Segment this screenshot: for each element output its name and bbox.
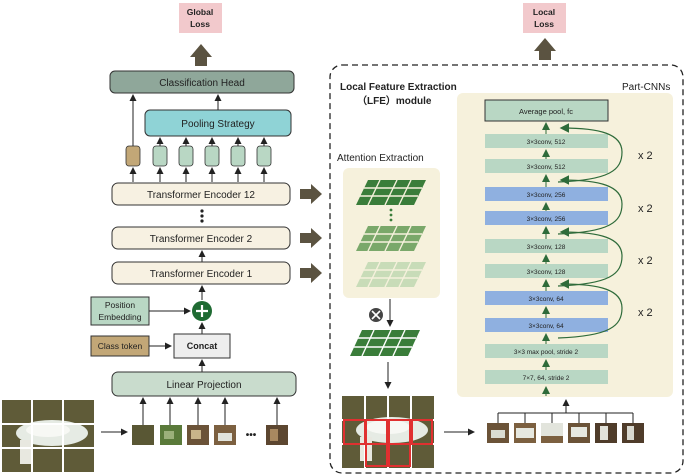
layer-conv-128-a: 3×3conv, 128	[485, 264, 608, 278]
transformer-encoder-12	[111, 182, 291, 206]
attention-ellipsis	[389, 208, 393, 222]
layer-conv-512-a: 3×3conv, 512	[485, 159, 608, 173]
attention-extraction-title: Attention Extraction	[337, 153, 424, 164]
class-token-label: Class token	[98, 341, 143, 351]
class-token-output	[125, 145, 141, 167]
layer-label-128b: 3×3conv, 128	[527, 244, 566, 251]
pooling-strategy-label: Pooling Strategy	[181, 119, 254, 130]
repeat-label-3: x 2	[638, 255, 653, 267]
encoder-to-lfe-arrows	[300, 184, 322, 283]
attention-map-top	[356, 179, 426, 206]
crop-sequence	[487, 423, 644, 443]
patch-token-outputs	[152, 137, 272, 167]
concat-label: Concat	[187, 341, 218, 351]
layer-conv-256-a: 3×3conv, 256	[485, 211, 608, 225]
local-loss-arrow	[534, 38, 556, 60]
layer-conv-512-b: 3×3conv, 512	[485, 134, 608, 148]
layer-average-pool: Average pool, fc	[484, 99, 609, 122]
combined-attention-map	[350, 329, 420, 357]
layer-label-conv7: 7×7, 64, stride 2	[523, 375, 570, 382]
encoder-2-label: Transformer Encoder 2	[150, 234, 253, 245]
layer-max-pool: 3×3 max pool, stride 2	[485, 344, 608, 358]
layer-label-64a: 3×3conv, 64	[528, 323, 564, 330]
transformer-encoder-2	[111, 226, 291, 250]
global-loss-label-1: Global	[187, 7, 213, 17]
patch-sequence	[132, 425, 288, 445]
encoder-1-label: Transformer Encoder 1	[150, 269, 253, 280]
layer-label-64b: 3×3conv, 64	[528, 296, 564, 303]
classification-head-label: Classification Head	[159, 78, 245, 89]
layer-conv-256-b: 3×3conv, 256	[485, 187, 608, 201]
layer-conv-128-b: 3×3conv, 128	[485, 239, 608, 253]
position-embedding-label-2: Embedding	[98, 312, 141, 322]
linear-projection-label: Linear Projection	[166, 380, 241, 391]
layer-label-512a: 3×3conv, 512	[527, 164, 566, 171]
repeat-label-4: x 2	[638, 307, 653, 319]
lfe-title-line-1: Local Feature Extraction	[340, 82, 457, 93]
layer-label-256b: 3×3conv, 256	[527, 192, 566, 199]
classification-head-box	[109, 70, 295, 94]
repeat-label-1: x 2	[638, 150, 653, 162]
linear-projection-box	[111, 371, 297, 397]
global-loss-arrow	[190, 44, 212, 66]
repeat-label-2: x 2	[638, 203, 653, 215]
layer-conv7x7: 7×7, 64, stride 2	[485, 370, 608, 384]
layer-label-128a: 3×3conv, 128	[527, 269, 566, 276]
lfe-module-frame	[329, 64, 684, 474]
local-loss-box	[523, 3, 566, 33]
layer-label-256a: 3×3conv, 256	[527, 216, 566, 223]
local-loss-label-2: Loss	[534, 19, 554, 29]
concat-box	[173, 333, 231, 359]
part-cnns-title: Part-CNNs	[622, 82, 670, 93]
cropped-image	[342, 396, 434, 468]
encoder-ellipsis	[200, 209, 204, 223]
layer-label-maxpool: 3×3 max pool, stride 2	[514, 349, 579, 356]
layer-conv-64-a: 3×3conv, 64	[485, 318, 608, 332]
multiply-operator-icon	[369, 308, 383, 322]
input-image-grid	[2, 400, 94, 472]
position-embedding-label-1: Position	[105, 300, 136, 310]
layer-conv-64-b: 3×3conv, 64	[485, 291, 608, 305]
global-loss-box	[179, 3, 222, 33]
layer-label-avgpool: Average pool, fc	[519, 107, 573, 116]
add-operator-icon	[192, 301, 212, 321]
lfe-title-line-2: （LFE）module	[357, 94, 432, 107]
patch-ellipsis: •••	[246, 430, 257, 441]
local-loss-label-1: Local	[533, 7, 555, 17]
encoder-12-label: Transformer Encoder 12	[147, 190, 255, 201]
transformer-encoder-1	[111, 261, 291, 285]
attention-map-middle	[356, 225, 426, 252]
attention-map-bottom	[356, 261, 426, 288]
global-loss-label-2: Loss	[190, 19, 210, 29]
layer-label-512b: 3×3conv, 512	[527, 139, 566, 146]
